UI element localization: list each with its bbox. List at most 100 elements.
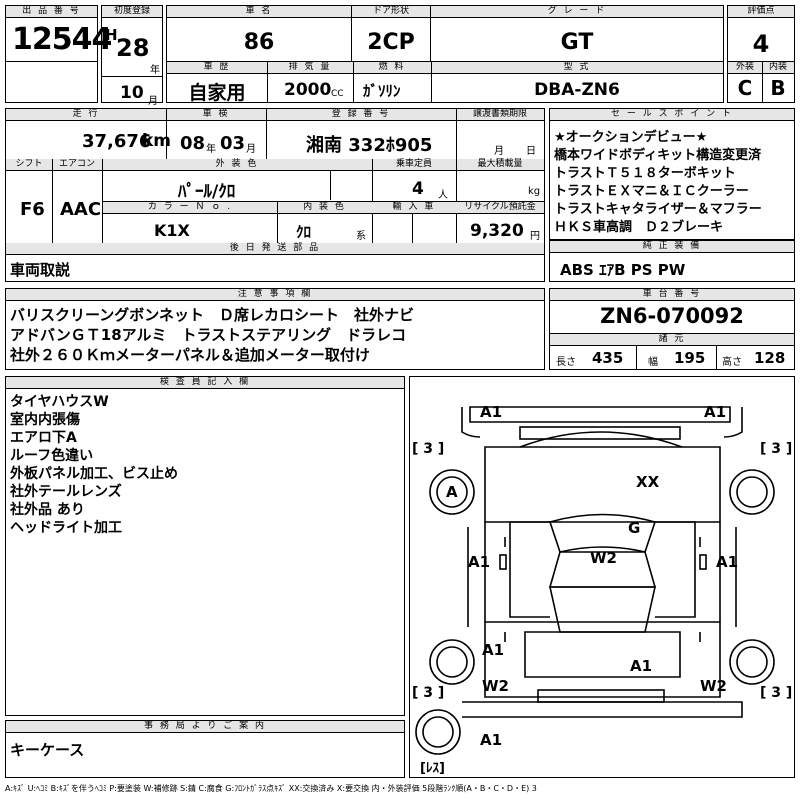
width: 195 xyxy=(674,349,706,367)
exterior-color: ﾊﾟｰﾙ/ｸﾛ xyxy=(178,182,236,202)
history: 自家用 xyxy=(188,82,246,104)
import-label: 輸 入 車 xyxy=(372,202,456,214)
inspector-line-2: 室内内張傷 xyxy=(10,412,80,428)
office-box: 事 務 局 よ り ご 案 内 キーケース xyxy=(5,720,405,778)
sales-line-5: トラストキャタライザー＆マフラー xyxy=(554,202,762,217)
lot-number-box: 出 品 番 号 12544 xyxy=(5,5,112,62)
sales-points-box: セ ー ル ス ポ イ ン ト ★オークションデビュー★ 橋本ワイドボディキット… xyxy=(549,108,795,240)
dmg-bonnet: XX xyxy=(636,473,660,491)
car-name-box: 車 名 86 xyxy=(166,5,352,62)
ext-int-box: 外装 内装 C B xyxy=(727,61,795,103)
fuel: ｶﾞｿﾘﾝ xyxy=(363,82,401,100)
dmg-trunk: A1 xyxy=(630,657,653,675)
inspector-line-7: 社外品 あり xyxy=(10,502,85,518)
sales-line-2: 橋本ワイドボディキット構造変更済 xyxy=(554,148,762,163)
fuel-label: 燃 料 xyxy=(353,62,431,74)
notes-line-3: 社外２６０Ｋｍメーターパネル＆追加メーター取付け xyxy=(10,346,370,364)
ac-label: エアコン xyxy=(52,159,102,171)
spec-row-box: 車 歴 排 気 量 燃 料 型 式 自家用 2000 CC ｶﾞｿﾘﾝ DBA-… xyxy=(166,61,724,104)
width-label: 幅 xyxy=(648,357,658,368)
dmg-rear-bumper: A1 xyxy=(480,731,503,749)
chassis-label: 車 台 番 号 xyxy=(550,289,794,301)
car-name-label: 車 名 xyxy=(167,6,351,18)
exterior-label: 外装 xyxy=(728,62,762,74)
grade-label: グ レ ー ド xyxy=(431,6,723,18)
inspector-line-5: 外板パネル加工、ビス止め xyxy=(10,466,178,482)
lot-blank-box xyxy=(5,61,98,103)
interior-color: ｸﾛ xyxy=(296,223,312,241)
plate-label: 登 録 番 号 xyxy=(266,109,456,121)
interior-score: B xyxy=(770,76,786,100)
chassis-box: 車 台 番 号 ZN6-070092 諸 元 長さ 435 幅 195 高さ 1… xyxy=(549,288,795,370)
score-label: 評価点 xyxy=(728,6,794,18)
door-type: 2CP xyxy=(367,30,415,55)
int-color-unit: 系 xyxy=(356,231,366,242)
dmg-door-left: A1 xyxy=(468,553,491,571)
car-outline-diagram xyxy=(415,406,775,755)
door-box: ドア形状 2CP xyxy=(351,5,431,62)
inspector-box: 検 査 員 記 入 欄 タイヤハウスW 室内内張傷 エアロ下A ルーフ色違い 外… xyxy=(5,376,405,716)
displacement: 2000 xyxy=(284,80,332,100)
tire-front-right: [ 3 ] xyxy=(760,441,793,457)
dmg-rear-left-w: W2 xyxy=(482,677,509,695)
grade: GT xyxy=(560,30,594,55)
shift: F6 xyxy=(20,199,45,220)
dmg-glass: G xyxy=(628,519,641,537)
notes-label: 注 意 事 項 欄 xyxy=(6,289,544,301)
model: DBA-ZN6 xyxy=(534,80,620,100)
dmg-rear-left: A1 xyxy=(482,641,505,659)
displacement-label: 排 気 量 xyxy=(267,62,353,74)
sales-label: セ ー ル ス ポ イ ン ト xyxy=(550,109,794,121)
car-name: 86 xyxy=(243,30,275,55)
reg-year: 28 xyxy=(116,34,150,62)
office-label: 事 務 局 よ り ご 案 内 xyxy=(6,721,404,733)
air-conditioner: AAC xyxy=(60,199,102,220)
score: 4 xyxy=(752,30,770,58)
office-text: キーケース xyxy=(10,741,85,759)
mileage-label: 走 行 xyxy=(6,109,166,121)
model-label: 型 式 xyxy=(431,62,723,74)
plate-number: 湘南 332ﾎ905 xyxy=(306,135,433,156)
notes-line-1: バリスクリーングボンネット Ｄ席レカロシート 社外ナビ xyxy=(10,306,414,324)
transfer-label: 譲渡書類期限 xyxy=(456,109,544,121)
year-unit: 年 xyxy=(150,65,160,76)
tire-rear-right: [ 3 ] xyxy=(760,685,793,701)
equipment: ABS ｴｱB PS PW xyxy=(560,261,686,279)
color-label: 外 装 色 xyxy=(102,159,372,171)
inspection-year-unit: 年 xyxy=(206,144,216,155)
notes-box: 注 意 事 項 欄 バリスクリーングボンネット Ｄ席レカロシート 社外ナビ アド… xyxy=(5,288,545,370)
vehicle-info-box: 走 行 車 検 登 録 番 号 譲渡書類期限 37,676 km 08 年 03… xyxy=(5,108,545,282)
color-number: K1X xyxy=(154,221,190,240)
equipment-box: 純 正 装 備 ABS ｴｱB PS PW xyxy=(549,240,795,282)
height-label: 高さ xyxy=(722,357,742,368)
inspector-label: 検 査 員 記 入 欄 xyxy=(6,377,404,389)
load-unit: kg xyxy=(528,186,541,197)
inspection-month: 03 xyxy=(220,133,246,154)
dims-label: 諸 元 xyxy=(550,333,794,346)
recycle-label: リサイクル預託金 xyxy=(456,202,544,214)
lot-number: 12544 xyxy=(12,22,112,57)
transfer-month-unit: 月 xyxy=(494,146,504,157)
tire-rear-left: [ 3 ] xyxy=(412,685,445,701)
spare-tire: [ﾚｽ] xyxy=(420,761,445,776)
dmg-rear-right-w: W2 xyxy=(700,677,727,695)
capacity-label: 乗車定員 xyxy=(372,159,456,171)
later-parts-label: 後 日 発 送 部 品 xyxy=(6,243,544,255)
history-label: 車 歴 xyxy=(167,62,267,74)
door-label: ドア形状 xyxy=(352,6,430,18)
equipment-label: 純 正 装 備 xyxy=(550,241,794,253)
chassis-number: ZN6-070092 xyxy=(600,304,744,328)
height: 128 xyxy=(754,349,786,367)
first-reg-label: 初度登録 xyxy=(102,6,162,18)
inspection-year: 08 xyxy=(180,133,206,154)
damage-diagram-box: A1 A1 [ 3 ] [ 3 ] A XX G A1 A1 W2 A1 A1 … xyxy=(409,376,795,778)
inspector-line-4: ルーフ色違い xyxy=(10,448,94,464)
displacement-unit: CC xyxy=(331,89,344,99)
length-label: 長さ xyxy=(556,357,576,368)
dmg-front-right: A1 xyxy=(704,403,727,421)
inspector-line-3: エアロ下A xyxy=(10,430,77,446)
month-unit: 月 xyxy=(148,96,158,107)
inspection-label: 車 検 xyxy=(166,109,266,121)
dmg-front-left: A1 xyxy=(480,403,503,421)
recycle-unit: 円 xyxy=(530,231,540,242)
